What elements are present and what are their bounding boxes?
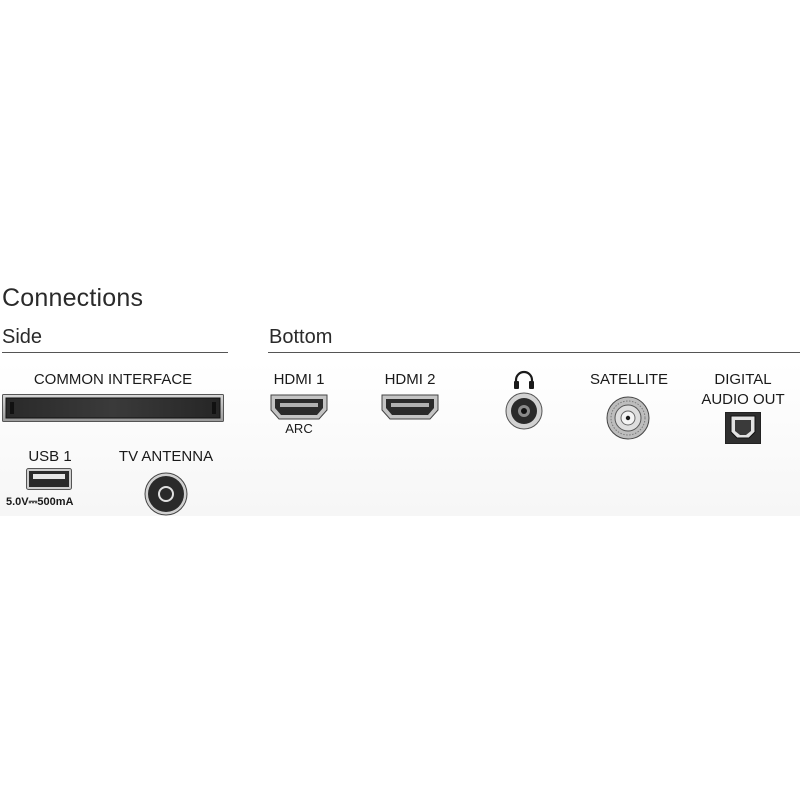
bottom-divider xyxy=(268,352,800,353)
digital-audio-out-label-line2: AUDIO OUT xyxy=(701,391,785,408)
section-bottom-heading: Bottom xyxy=(269,326,333,348)
usb1-power-rating: 5.0V⎓500mA xyxy=(6,496,74,508)
headphone-icon xyxy=(513,370,535,390)
antenna-port-icon xyxy=(144,472,188,516)
satellite-port-icon xyxy=(606,396,650,440)
page-title: Connections xyxy=(2,284,144,312)
hdmi1-port-icon xyxy=(270,394,328,420)
ci-slot-icon xyxy=(2,394,224,422)
audio-jack-icon xyxy=(505,392,543,430)
hdmi1-arc-label: ARC xyxy=(285,421,313,436)
section-side-heading: Side xyxy=(2,326,43,348)
side-divider xyxy=(2,352,228,353)
tv-antenna-label: TV ANTENNA xyxy=(118,448,214,465)
usb-port-icon xyxy=(26,468,72,490)
satellite-label: SATELLITE xyxy=(589,371,669,388)
optical-port-icon xyxy=(725,412,761,444)
usb1-label: USB 1 xyxy=(28,448,72,465)
hdmi1-label: HDMI 1 xyxy=(273,371,325,388)
hdmi2-label: HDMI 2 xyxy=(384,371,436,388)
hdmi2-port-icon xyxy=(381,394,439,420)
background-shade xyxy=(0,362,800,516)
digital-audio-out-label-line1: DIGITAL xyxy=(714,371,772,388)
common-interface-label: COMMON INTERFACE xyxy=(33,371,193,388)
